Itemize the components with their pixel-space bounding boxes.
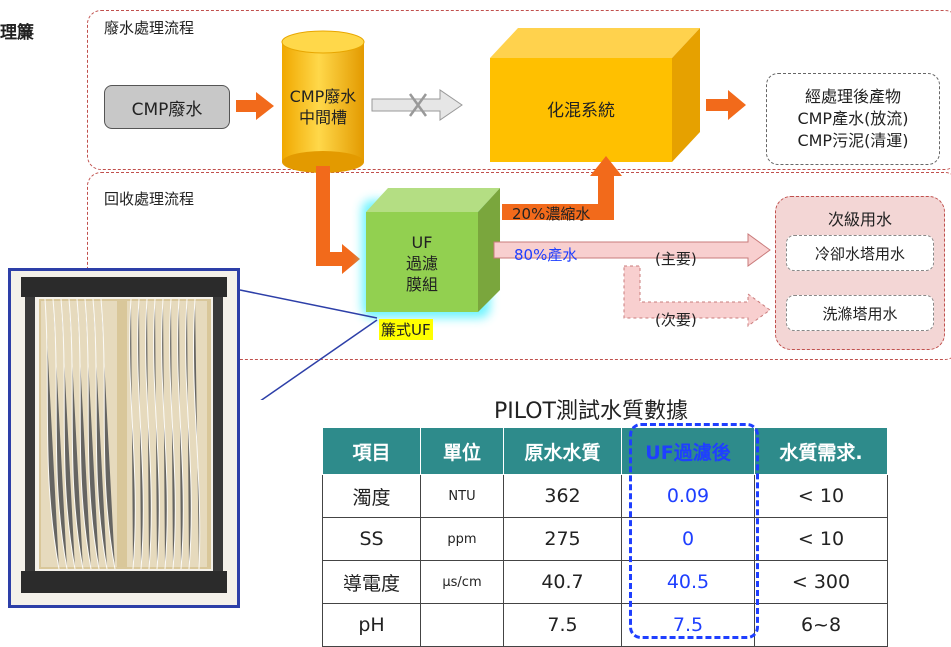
scrubber-item: 洗滌塔用水 (786, 295, 934, 331)
output-line3: CMP污泥(清運) (797, 131, 909, 150)
header-uf-filtered: UF過濾後 (621, 427, 755, 475)
tank-label-line2: 中間槽 (298, 108, 347, 127)
cell-raw: 275 (503, 517, 622, 561)
pilot-table-title: PILOT測試水質數據 (494, 399, 688, 424)
waste-process-label: 廢水處理流程 (104, 19, 195, 37)
page-title-fragment: 理簾 (0, 23, 34, 43)
uf-column-highlight (629, 423, 759, 639)
cell-requirement: < 10 (754, 474, 888, 518)
curtain-uf-label: 簾式UF (379, 319, 433, 340)
table-row: 濁度 NTU 362 0.09 < 10 (322, 474, 888, 518)
table-row: 導電度 μs/cm 40.7 40.5 < 300 (322, 560, 888, 604)
recovery-process-section (87, 172, 951, 360)
header-raw-water: 原水水質 (503, 427, 622, 475)
cell-unit: ppm (420, 517, 504, 561)
photo-callout-line (260, 319, 378, 400)
arrow-chem-to-output (706, 90, 746, 120)
cooling-tower-item: 冷卻水塔用水 (786, 235, 934, 271)
cell-uf: 0 (621, 517, 755, 561)
uf-label-line2: 過濾 (405, 254, 438, 273)
cell-unit (420, 603, 504, 647)
cmp-wastewater-box: CMP廢水 (104, 85, 230, 129)
output-line2: CMP產水(放流) (797, 109, 909, 128)
secondary-label: (次要) (655, 311, 697, 329)
arrow-concentrate-to-chem (502, 156, 622, 220)
tank-label: CMP廢水 中間槽 (282, 86, 364, 128)
cell-item: SS (322, 517, 421, 561)
cell-item: pH (322, 603, 421, 647)
recovery-process-label: 回收處理流程 (104, 190, 195, 208)
uf-module-illustration (21, 277, 227, 593)
cell-item: 濁度 (322, 474, 421, 518)
table-row: SS ppm 275 0 < 10 (322, 517, 888, 561)
permeate-label: 80%產水 (514, 246, 578, 264)
header-item: 項目 (322, 427, 421, 475)
cell-requirement: 6~8 (754, 603, 888, 647)
arrow-input-to-tank (236, 92, 274, 120)
arrow-permeate-primary (493, 233, 771, 267)
chem-label: 化混系統 (547, 101, 615, 121)
waste-process-section (87, 10, 951, 170)
arrow-tank-to-uf (316, 166, 360, 274)
pilot-data-table: 項目 單位 原水水質 UF過濾後 水質需求. 濁度 NTU 362 0.09 <… (322, 427, 888, 647)
uf-label-line3: 膜組 (405, 275, 438, 294)
process-flow-graphics (236, 28, 771, 400)
uf-module-photo (8, 268, 240, 608)
tank-cylinder (281, 30, 365, 173)
secondary-water-title: 次級用水 (827, 210, 892, 229)
blocked-arrow (371, 89, 463, 121)
output-products-box: 經處理後產物 CMP產水(放流) CMP污泥(清運) (766, 73, 940, 165)
uf-label-line1: UF (411, 233, 433, 252)
uf-label: UF 過濾 膜組 (366, 232, 478, 295)
cell-requirement: < 300 (754, 560, 888, 604)
cell-requirement: < 10 (754, 517, 888, 561)
table-header-row: 項目 單位 原水水質 UF過濾後 水質需求. (322, 427, 888, 475)
cell-raw: 362 (503, 474, 622, 518)
cell-unit: NTU (420, 474, 504, 518)
output-line1: 經處理後產物 (804, 87, 901, 106)
primary-label: (主要) (655, 250, 697, 268)
tank-label-line1: CMP廢水 (289, 87, 357, 106)
header-requirement: 水質需求. (754, 427, 888, 475)
cell-uf: 0.09 (621, 474, 755, 518)
cell-raw: 40.7 (503, 560, 622, 604)
concentrate-label: 20%濃縮水 (512, 205, 591, 223)
secondary-water-group: 次級用水 冷卻水塔用水 洗滌塔用水 (775, 196, 945, 350)
chem-box (490, 28, 700, 162)
arrow-permeate-secondary (623, 265, 771, 327)
cell-item: 導電度 (322, 560, 421, 604)
cell-raw: 7.5 (503, 603, 622, 647)
header-unit: 單位 (420, 427, 504, 475)
cell-unit: μs/cm (420, 560, 504, 604)
uf-box (366, 188, 500, 312)
table-row: pH 7.5 7.5 6~8 (322, 603, 888, 647)
cell-uf: 40.5 (621, 560, 755, 604)
